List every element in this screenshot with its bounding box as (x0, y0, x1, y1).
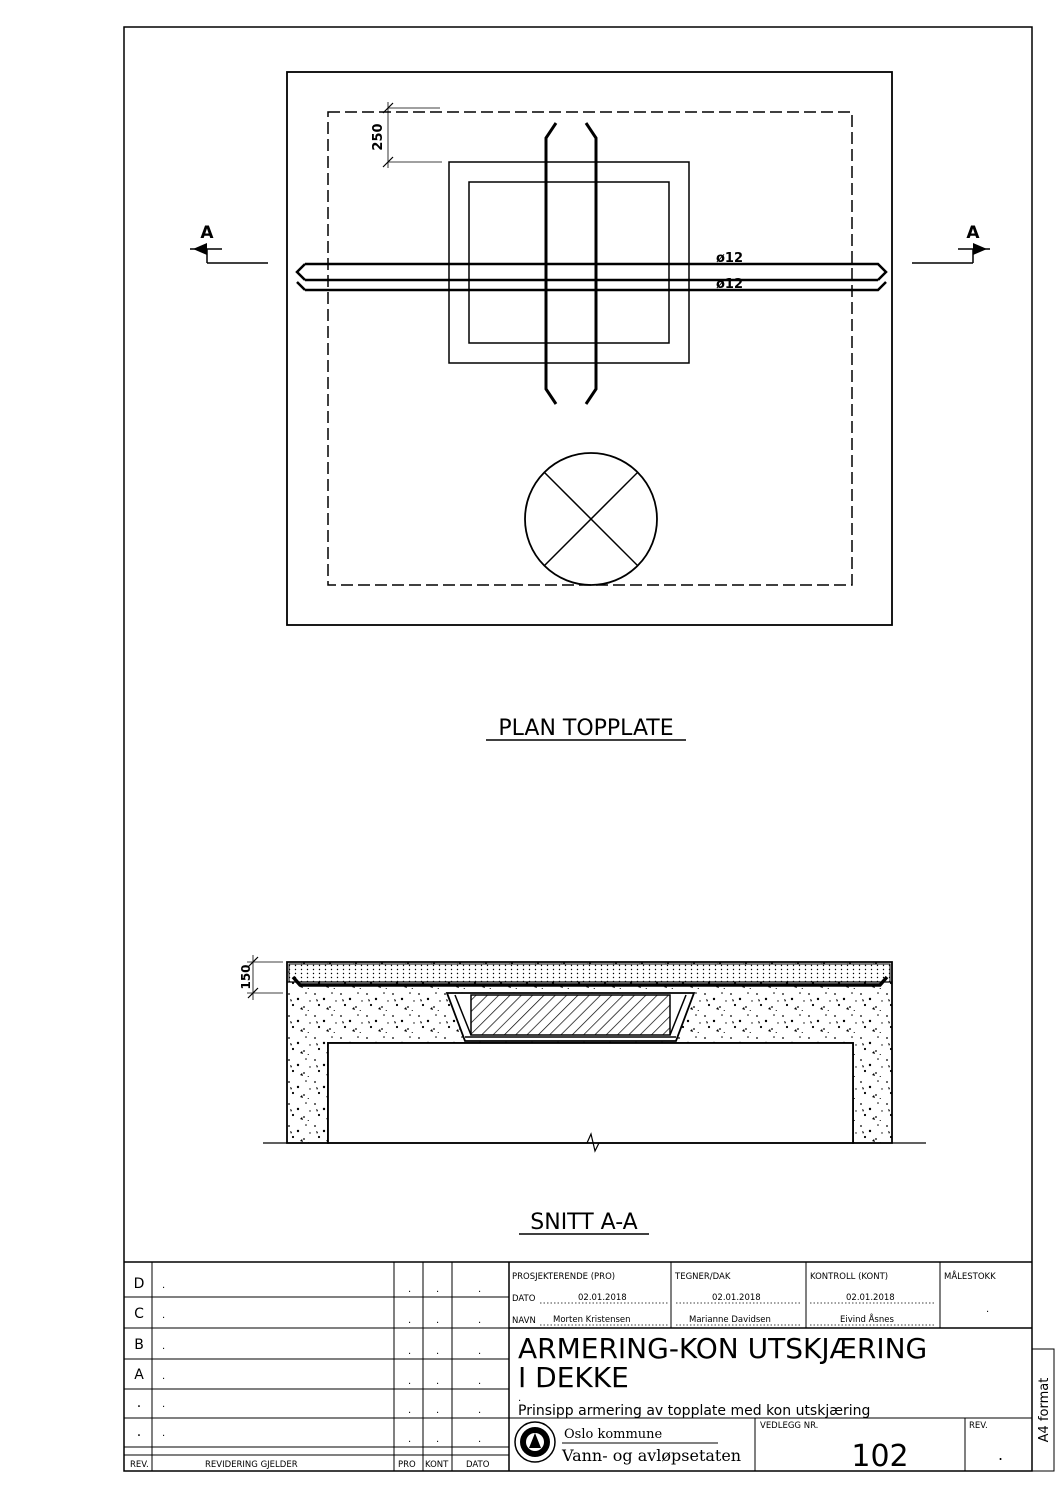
rebar-label-2: ø12 (716, 277, 743, 292)
title-block: D . . . . C . . . . B . . . . A . . . . (124, 1261, 1032, 1471)
svg-text:.: . (478, 1405, 481, 1416)
rebar-horizontal-top (295, 262, 888, 281)
revision-table (124, 1262, 510, 1471)
kontroll-name: Eivind Åsnes (840, 1313, 894, 1325)
section-title: SNITT A-A (530, 1210, 637, 1235)
tegner-name: Marianne Davidsen (689, 1315, 771, 1325)
cutout-outer (448, 161, 690, 364)
svg-text:.: . (408, 1376, 411, 1387)
section-view: 150 SNITT A-A (239, 955, 926, 1235)
svg-text:KONT: KONT (425, 1460, 449, 1470)
svg-text:.: . (408, 1284, 411, 1295)
cutout-inner (468, 181, 670, 344)
tegner-header: TEGNER/DAK (674, 1272, 731, 1282)
svg-text:A: A (134, 1367, 144, 1383)
plan-title: PLAN TOPPLATE (498, 716, 673, 741)
revision-row-B: B . . . . (134, 1337, 481, 1357)
title-dot: . (518, 1393, 521, 1404)
svg-text:.: . (478, 1284, 481, 1295)
svg-text:.: . (436, 1284, 439, 1295)
revision-row-C: C . . . . (134, 1306, 481, 1326)
section-rebar (291, 975, 889, 987)
rebar-horizontal-bottom (296, 281, 887, 292)
svg-text:.: . (137, 1395, 141, 1411)
oslo-kommune-emblem-icon (514, 1421, 556, 1463)
svg-text:.: . (162, 1341, 165, 1352)
svg-text:.: . (162, 1280, 165, 1291)
drawing-subtitle: Prinsipp armering av topplate med kon ut… (518, 1403, 870, 1419)
svg-text:REV.: REV. (130, 1460, 149, 1470)
svg-text:DATO: DATO (466, 1460, 490, 1470)
svg-text:.: . (478, 1376, 481, 1387)
vedlegg-label: VEDLEGG NR. (760, 1421, 818, 1431)
svg-text:.: . (436, 1434, 439, 1445)
revision-row-6: . . . . . (137, 1424, 481, 1445)
rev-label: REV. (969, 1421, 988, 1431)
cone-insert-hatched (470, 994, 671, 1036)
revision-row-5: . . . . . (137, 1395, 481, 1416)
revision-row-A: A . . . . (134, 1367, 481, 1387)
kontroll-header: KONTROLL (KONT) (810, 1272, 888, 1282)
malestokk-value: . (986, 1304, 989, 1315)
drawing-title-line2: I DEKKE (518, 1361, 629, 1394)
svg-text:A: A (966, 223, 980, 243)
svg-text:B: B (134, 1337, 144, 1353)
org-department: Vann- og avløpsetaten (561, 1446, 741, 1465)
vedlegg-number: 102 (851, 1439, 908, 1474)
section-marker-left: A (190, 223, 268, 264)
svg-text:.: . (478, 1346, 481, 1357)
svg-text:REVIDERING GJELDER: REVIDERING GJELDER (205, 1460, 298, 1470)
svg-text:A: A (200, 223, 214, 243)
format-tab (1031, 1348, 1055, 1472)
svg-text:.: . (436, 1315, 439, 1326)
section-dimension-150: 150 (239, 964, 253, 989)
pro-date: 02.01.2018 (578, 1293, 627, 1303)
pro-name: Morten Kristensen (553, 1315, 631, 1325)
svg-text:C: C (134, 1306, 144, 1322)
svg-text:.: . (162, 1371, 165, 1382)
malestokk-header: MÅLESTOKK (944, 1270, 996, 1282)
revision-row-D: D . . . . (134, 1276, 482, 1295)
manhole-symbol (524, 452, 658, 586)
plate-outline (286, 71, 893, 626)
svg-text:.: . (162, 1310, 165, 1321)
kontroll-date: 02.01.2018 (846, 1293, 895, 1303)
svg-text:.: . (137, 1424, 141, 1440)
drawing-title-line1: ARMERING-KON UTSKJÆRING (518, 1332, 927, 1365)
pro-header: PROSJEKTERENDE (PRO) (512, 1272, 615, 1282)
svg-text:.: . (436, 1346, 439, 1357)
svg-text:.: . (478, 1434, 481, 1445)
chamber-cavity (327, 1042, 854, 1144)
svg-text:PRO: PRO (398, 1460, 416, 1470)
format-label: A4 format (1037, 1378, 1052, 1443)
revision-header: REV. REVIDERING GJELDER PRO KONT DATO (130, 1460, 490, 1470)
svg-text:.: . (478, 1315, 481, 1326)
rebar-label-1: ø12 (716, 251, 743, 266)
svg-text:.: . (162, 1399, 165, 1410)
ground-line (263, 1132, 926, 1153)
navn-label: NAVN (512, 1316, 536, 1326)
plan-dimension-250: 250 (371, 123, 386, 150)
svg-text:.: . (436, 1376, 439, 1387)
org-name: Oslo kommune (564, 1427, 663, 1442)
sheet-frame (123, 26, 1033, 1472)
svg-text:.: . (408, 1434, 411, 1445)
svg-text:D: D (134, 1276, 145, 1292)
plan-view: 250 ø12 ø12 A A PLAN TOPPLATE (190, 71, 990, 741)
tegner-date: 02.01.2018 (712, 1293, 761, 1303)
svg-text:.: . (408, 1346, 411, 1357)
section-marker-right: A (912, 223, 990, 264)
svg-text:.: . (408, 1405, 411, 1416)
rev-value: . (998, 1445, 1003, 1464)
svg-text:.: . (436, 1405, 439, 1416)
dato-label: DATO (512, 1294, 536, 1304)
svg-text:.: . (408, 1315, 411, 1326)
svg-text:.: . (162, 1428, 165, 1439)
